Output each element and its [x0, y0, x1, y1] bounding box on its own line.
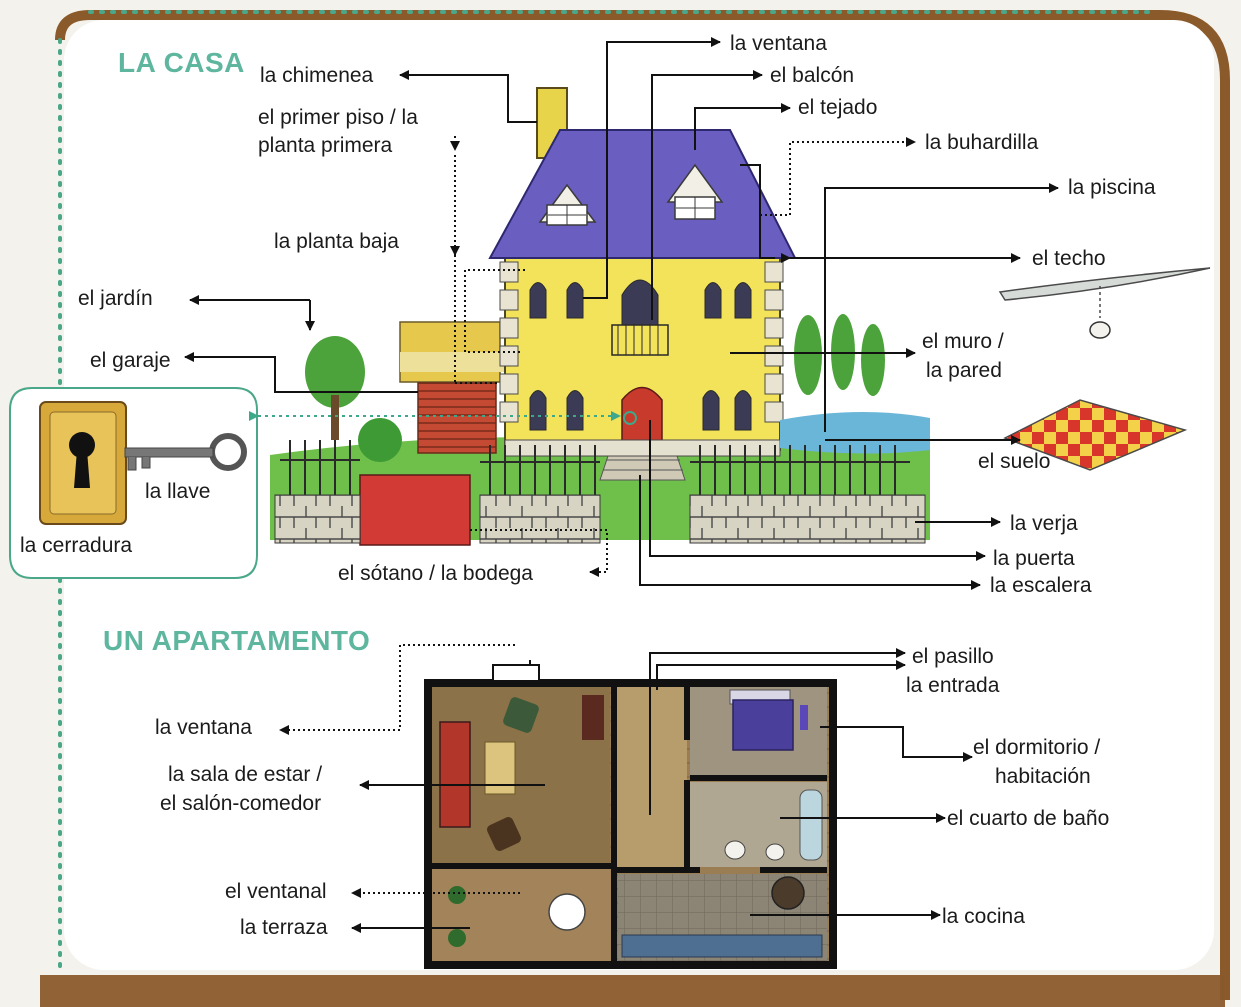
apartment-pointer-lines	[279, 644, 973, 933]
label-dormitorio-line2: habitación	[995, 765, 1091, 788]
label-buhardilla: la buhardilla	[925, 131, 1039, 154]
label-balcon: el balcón	[770, 64, 854, 87]
label-sala-line1: la sala de estar /	[168, 763, 322, 786]
label-ventana-apartamento: la ventana	[155, 716, 252, 739]
house-labels: la chimenea el primer piso / la planta p…	[20, 32, 1156, 597]
label-suelo: el suelo	[978, 450, 1050, 473]
label-sala-line2: el salón-comedor	[160, 792, 321, 815]
label-pasillo: el pasillo	[912, 645, 994, 668]
apartment-section-heading: UN APARTAMENTO	[103, 625, 370, 656]
label-cerradura: la cerradura	[20, 534, 132, 557]
label-dormitorio-line1: el dormitorio /	[973, 736, 1100, 759]
label-terraza: la terraza	[240, 916, 328, 939]
label-llave: la llave	[145, 480, 210, 503]
label-piscina: la piscina	[1068, 176, 1156, 199]
key-lock-panel	[9, 387, 258, 579]
label-garaje: el garaje	[90, 349, 171, 372]
label-muro-line2: la pared	[926, 359, 1002, 382]
house-pointer-lines	[184, 37, 1059, 590]
label-primer-piso-line1: el primer piso / la	[258, 106, 418, 129]
ceiling-lamp-illustration	[998, 267, 1211, 339]
label-chimenea: la chimenea	[260, 64, 374, 87]
label-entrada: la entrada	[906, 674, 1000, 697]
label-tejado: el tejado	[798, 96, 877, 119]
house-section-heading: LA CASA	[118, 47, 245, 78]
label-jardin: el jardín	[78, 287, 153, 310]
label-ventanal: el ventanal	[225, 880, 327, 903]
label-verja: la verja	[1010, 512, 1078, 535]
label-cuarto-bano: el cuarto de baño	[947, 807, 1109, 830]
label-primer-piso-line2: planta primera	[258, 134, 393, 157]
label-techo: el techo	[1032, 247, 1106, 270]
key-icon	[124, 433, 247, 471]
label-puerta: la puerta	[993, 547, 1075, 570]
keyhole-marker	[623, 411, 637, 425]
floor-tiles-illustration	[1003, 399, 1188, 471]
apartment-labels: la ventana la sala de estar / el salón-c…	[155, 645, 1109, 939]
label-muro-line1: el muro /	[922, 330, 1004, 353]
apartment-floor-plan	[424, 660, 837, 969]
label-planta-baja: la planta baja	[274, 230, 399, 253]
label-sotano: el sótano / la bodega	[338, 562, 533, 585]
label-ventana-casa: la ventana	[730, 32, 827, 55]
label-escalera: la escalera	[990, 574, 1092, 597]
label-cocina: la cocina	[942, 905, 1025, 928]
